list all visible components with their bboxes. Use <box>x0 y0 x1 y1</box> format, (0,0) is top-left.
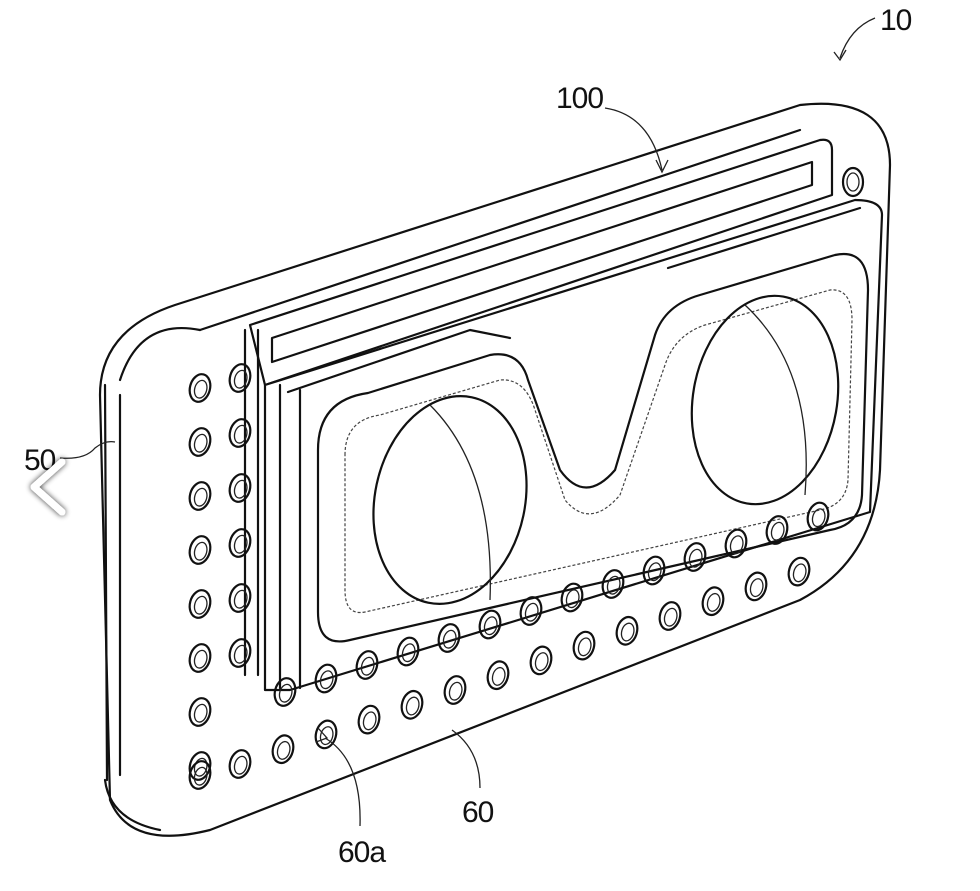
hole <box>806 501 830 532</box>
hole <box>478 609 502 640</box>
hole <box>355 650 379 680</box>
hole <box>228 638 252 668</box>
hole <box>486 660 510 691</box>
hole <box>188 589 212 619</box>
hole-array <box>188 363 830 790</box>
hole <box>228 583 252 613</box>
hole <box>572 630 596 661</box>
label-back-plate: 60 <box>462 796 494 829</box>
hole <box>188 481 212 511</box>
label-headset: 100 <box>556 82 603 115</box>
hole <box>443 675 467 705</box>
hole <box>529 645 553 676</box>
previous-image-button[interactable] <box>18 452 88 522</box>
label-hole: 60a <box>338 836 386 869</box>
hole <box>271 734 295 765</box>
hole <box>787 556 811 587</box>
hole <box>765 515 789 545</box>
hole <box>560 582 584 613</box>
hole <box>724 528 748 559</box>
hole <box>188 427 212 457</box>
hole <box>273 677 297 707</box>
hole <box>357 704 381 735</box>
hole <box>615 615 639 646</box>
hole <box>228 473 252 503</box>
hole <box>437 623 461 653</box>
headset-frame <box>243 138 884 692</box>
hole <box>228 528 252 558</box>
hole <box>188 643 212 673</box>
hole <box>658 601 682 631</box>
hole <box>188 373 212 403</box>
hole <box>601 569 625 599</box>
hole <box>519 596 543 626</box>
hole <box>683 542 707 572</box>
hole <box>400 689 424 720</box>
hole <box>228 363 252 393</box>
hole <box>701 586 725 617</box>
hole <box>744 571 768 602</box>
hole <box>228 749 252 779</box>
leader-lines <box>59 17 876 827</box>
label-device: 10 <box>880 4 912 37</box>
chevron-left-icon <box>30 458 66 516</box>
hole <box>188 535 212 565</box>
hole <box>188 760 212 790</box>
hole <box>314 719 338 750</box>
hole <box>642 555 666 586</box>
hole <box>188 697 212 727</box>
hole <box>396 636 420 667</box>
hole <box>228 418 252 448</box>
hole <box>314 663 338 694</box>
